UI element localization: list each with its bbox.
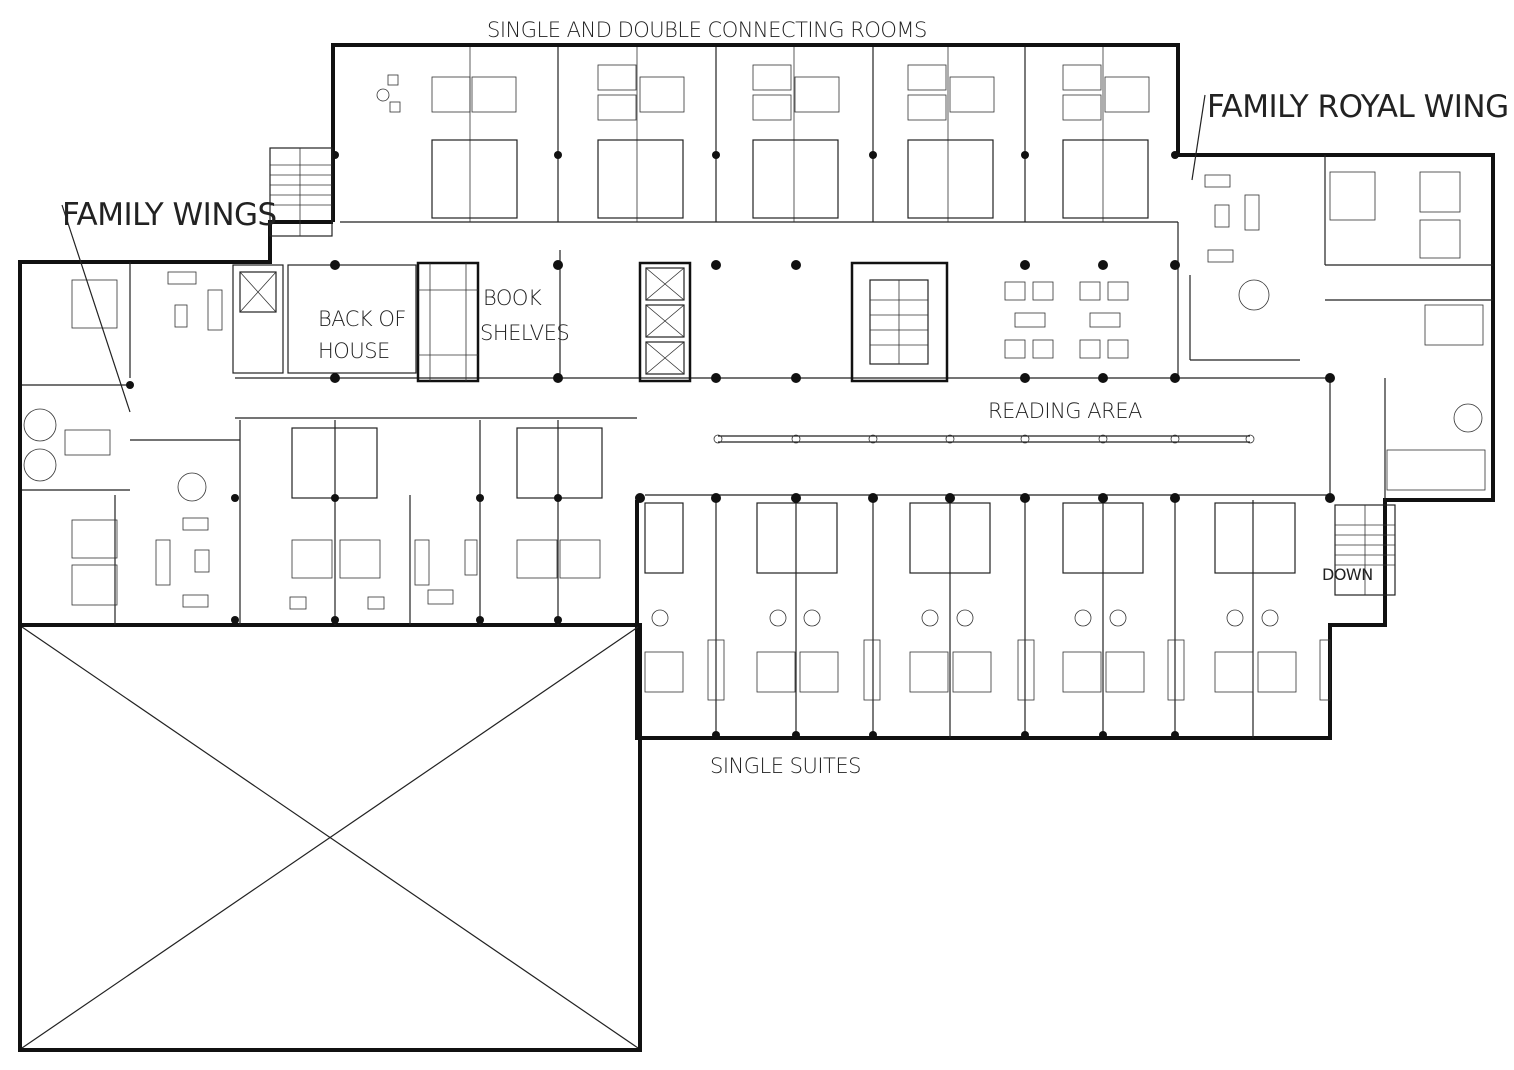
label-down: DOWN [1322, 565, 1373, 584]
label-single-suites: SINGLE SUITES [710, 754, 861, 778]
open-roof-area [18, 623, 642, 1052]
label-reading-area: READING AREA [988, 399, 1142, 423]
connecting-rooms [331, 47, 1179, 222]
stair-bottom-right [1334, 504, 1396, 596]
left-double-rooms [289, 420, 603, 625]
reading-area-furniture [713, 281, 1255, 444]
label-back-of-house-2: HOUSE [318, 339, 390, 363]
family-royal-wing [1189, 155, 1493, 500]
label-connecting-rooms: SINGLE AND DOUBLE CONNECTING ROOMS [487, 18, 927, 42]
single-suites [635, 493, 1335, 739]
family-wings [22, 262, 241, 625]
label-family-royal-wing: FAMILY ROYAL WING [1207, 89, 1509, 125]
leader-family-royal-wing [1191, 94, 1206, 181]
leader-family-wings [61, 204, 131, 413]
label-back-of-house-1: BACK OF [318, 307, 406, 331]
stair-top-left [269, 147, 333, 237]
label-book-shelves-2: SHELVES [480, 321, 569, 345]
label-family-wings: FAMILY WINGS [62, 197, 277, 233]
outer-walls [18, 43, 1495, 740]
label-book-shelves-1: BOOK [483, 286, 542, 310]
central-core [232, 250, 1335, 383]
